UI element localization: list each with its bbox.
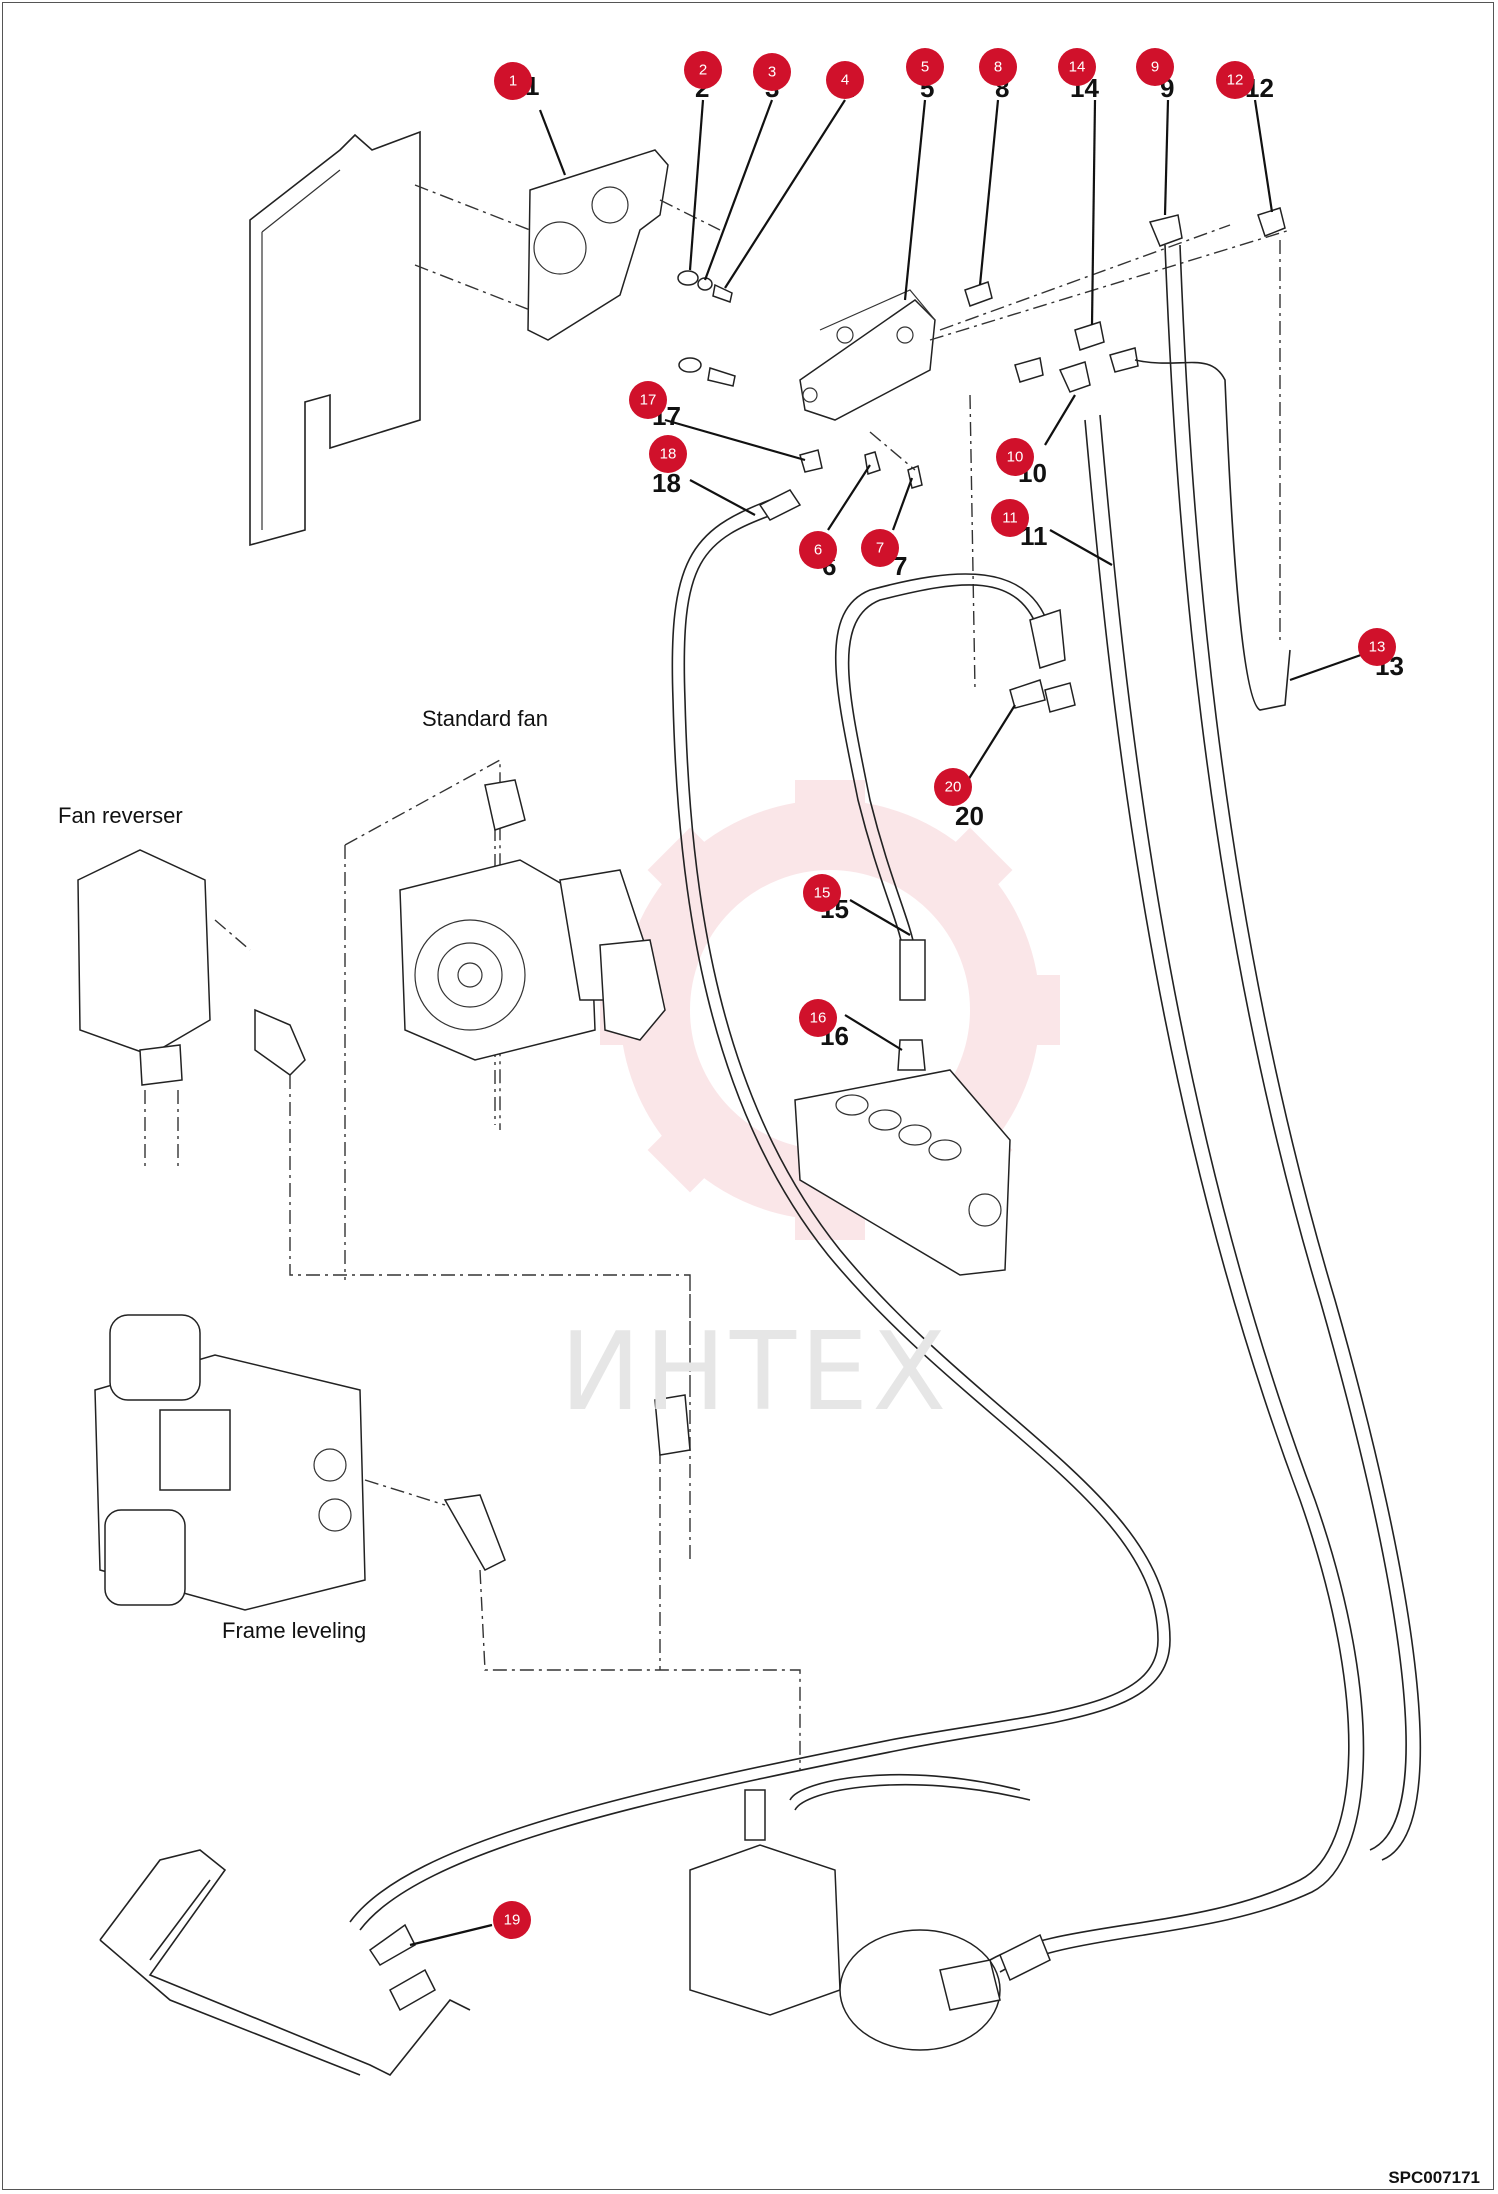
svg-text:10: 10 (1007, 449, 1024, 466)
accumulator-valve (689, 1844, 841, 2016)
tube-13 (1134, 359, 1291, 711)
callout-9: 9 (1136, 48, 1174, 86)
hose-15 (847, 584, 1041, 951)
standard-fan-motor (399, 859, 596, 1061)
bottom-tube (99, 1849, 471, 2077)
mounting-plate (527, 149, 669, 341)
fittings-top (964, 207, 1286, 393)
svg-text:8: 8 (994, 59, 1002, 76)
hose-11b (1164, 244, 1407, 1851)
svg-text:20: 20 (945, 779, 962, 796)
svg-text:13: 13 (1369, 639, 1386, 656)
callout-13: 13 (1358, 628, 1396, 666)
svg-text:2: 2 (699, 62, 707, 79)
svg-text:17: 17 (640, 392, 657, 409)
svg-text:6: 6 (814, 542, 822, 559)
fan-reverser-valve (77, 849, 211, 1056)
leader-lines (409, 99, 1376, 1947)
callout-10: 10 (996, 438, 1034, 476)
svg-text:1: 1 (509, 73, 517, 90)
callout-3: 3 (753, 53, 791, 91)
callout-1: 1 (494, 62, 532, 100)
svg-text:18: 18 (660, 446, 677, 463)
callout-4: 4 (826, 61, 864, 99)
callout-11: 11 (991, 499, 1029, 537)
svg-text:15: 15 (814, 885, 831, 902)
svg-text:19: 19 (504, 1912, 521, 1929)
callout-17: 17 (629, 381, 667, 419)
svg-text:3: 3 (768, 64, 776, 81)
label-fan-reverser: Fan reverser (58, 803, 183, 828)
accumulator (839, 1929, 1001, 2051)
hose-18 (359, 511, 1171, 1931)
part-number-7: 7 (893, 551, 907, 581)
svg-text:7: 7 (876, 540, 884, 557)
svg-text:5: 5 (921, 59, 929, 76)
svg-text:9: 9 (1151, 59, 1159, 76)
callout-16: 16 (799, 999, 837, 1037)
svg-text:11: 11 (1002, 510, 1018, 527)
svg-text:16: 16 (810, 1010, 827, 1027)
callout-19: 19 (493, 1901, 531, 1939)
valve-block (799, 299, 936, 421)
svg-text:14: 14 (1069, 59, 1086, 76)
callout-5: 5 (906, 48, 944, 86)
part-number-20: 20 (955, 801, 984, 831)
label-frame-leveling: Frame leveling (222, 1618, 367, 1643)
fan-reverser-line (289, 1075, 691, 1560)
callout-18: 18 (649, 435, 687, 473)
washer-bolt-group (677, 270, 736, 387)
callout-8: 8 (979, 48, 1017, 86)
callout-15: 15 (803, 874, 841, 912)
callout-12: 12 (1216, 61, 1254, 99)
callout-6: 6 (799, 531, 837, 569)
hose-11 (989, 419, 1350, 1961)
drawing-code: SPC007171 (1388, 2168, 1480, 2187)
callout-14: 14 (1058, 48, 1096, 86)
manifold-block (794, 1069, 1011, 1276)
cab-panel (249, 130, 421, 547)
label-standard-fan: Standard fan (422, 706, 548, 731)
watermark-text: ИНТЕХ (560, 1310, 951, 1435)
svg-text:4: 4 (841, 72, 849, 89)
svg-text:12: 12 (1227, 72, 1244, 89)
callout-2: 2 (684, 51, 722, 89)
callout-7: 7 (861, 529, 899, 567)
callout-20: 20 (934, 768, 972, 806)
part-number-18: 18 (652, 468, 681, 498)
